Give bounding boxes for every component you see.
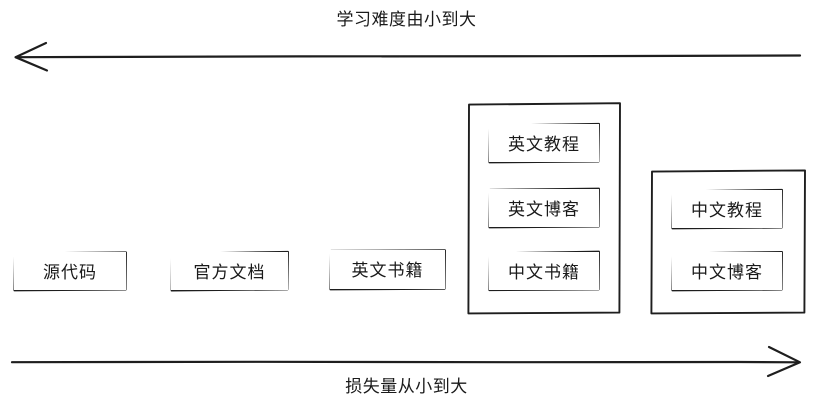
node-chinese-books[interactable]: 中文书籍: [489, 252, 599, 290]
loss-axis-line: [10, 360, 801, 364]
loss-axis-arrowhead: [766, 345, 802, 378]
group-outline-english-group: [467, 102, 621, 315]
difficulty-axis-label: 学习难度由小到大: [336, 10, 477, 29]
node-source-code[interactable]: 源代码: [14, 252, 126, 290]
difficulty-axis-line: [14, 54, 802, 59]
node-chinese-tutorial[interactable]: 中文教程: [672, 190, 782, 228]
node-english-blog[interactable]: 英文博客: [489, 189, 599, 227]
node-label: 英文博客: [508, 199, 580, 219]
node-english-books[interactable]: 英文书籍: [330, 250, 445, 289]
node-label: 中文教程: [691, 200, 763, 220]
group-outline-chinese-group: [650, 169, 806, 315]
node-label: 中文书籍: [508, 262, 580, 282]
node-label: 英文书籍: [351, 261, 424, 280]
node-chinese-blog[interactable]: 中文博客: [672, 252, 782, 290]
node-label: 中文博客: [691, 262, 763, 282]
node-label: 源代码: [43, 262, 97, 282]
node-label: 官方文档: [193, 262, 266, 282]
node-english-tutorial[interactable]: 英文教程: [489, 124, 599, 162]
node-label: 英文教程: [508, 134, 580, 154]
loss-axis-label: 损失量从小到大: [345, 377, 468, 396]
difficulty-axis-arrowhead: [14, 41, 49, 72]
node-official-docs[interactable]: 官方文档: [171, 252, 288, 290]
